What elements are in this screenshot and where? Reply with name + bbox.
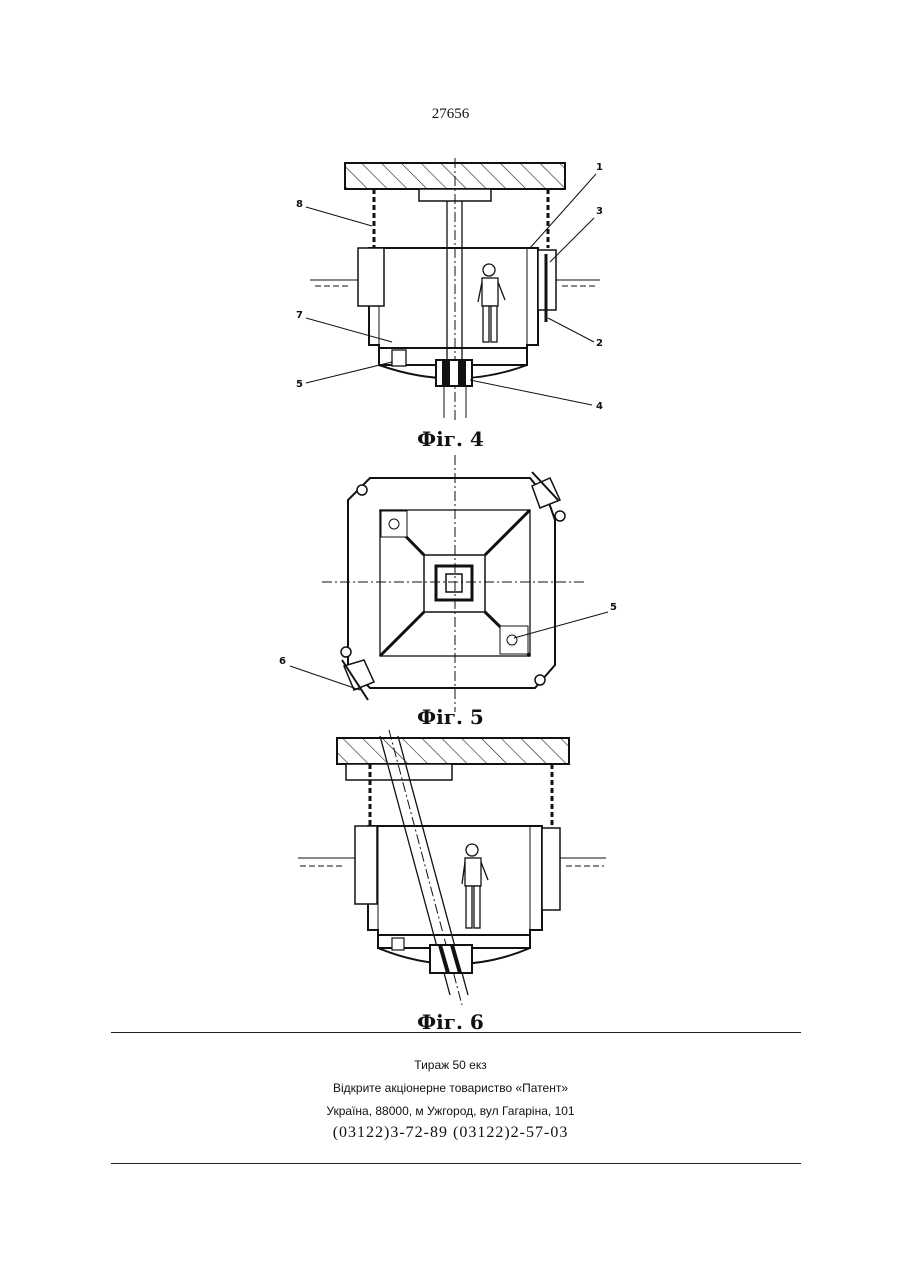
figure-6-caption: Фіг. 6 [0,1010,901,1034]
footer-circulation: Тираж 50 екз [0,1058,901,1072]
footer-phones: (03122)3-72-89 (03122)2-57-03 [0,1124,901,1142]
footer-bottom-rule [111,1163,801,1164]
footer-top-rule [111,1032,801,1033]
footer-publisher: Відкрите акціонерне товариство «Патент» [0,1081,901,1095]
footer-address: Україна, 88000, м Ужгород, вул Гагаріна,… [0,1104,901,1118]
